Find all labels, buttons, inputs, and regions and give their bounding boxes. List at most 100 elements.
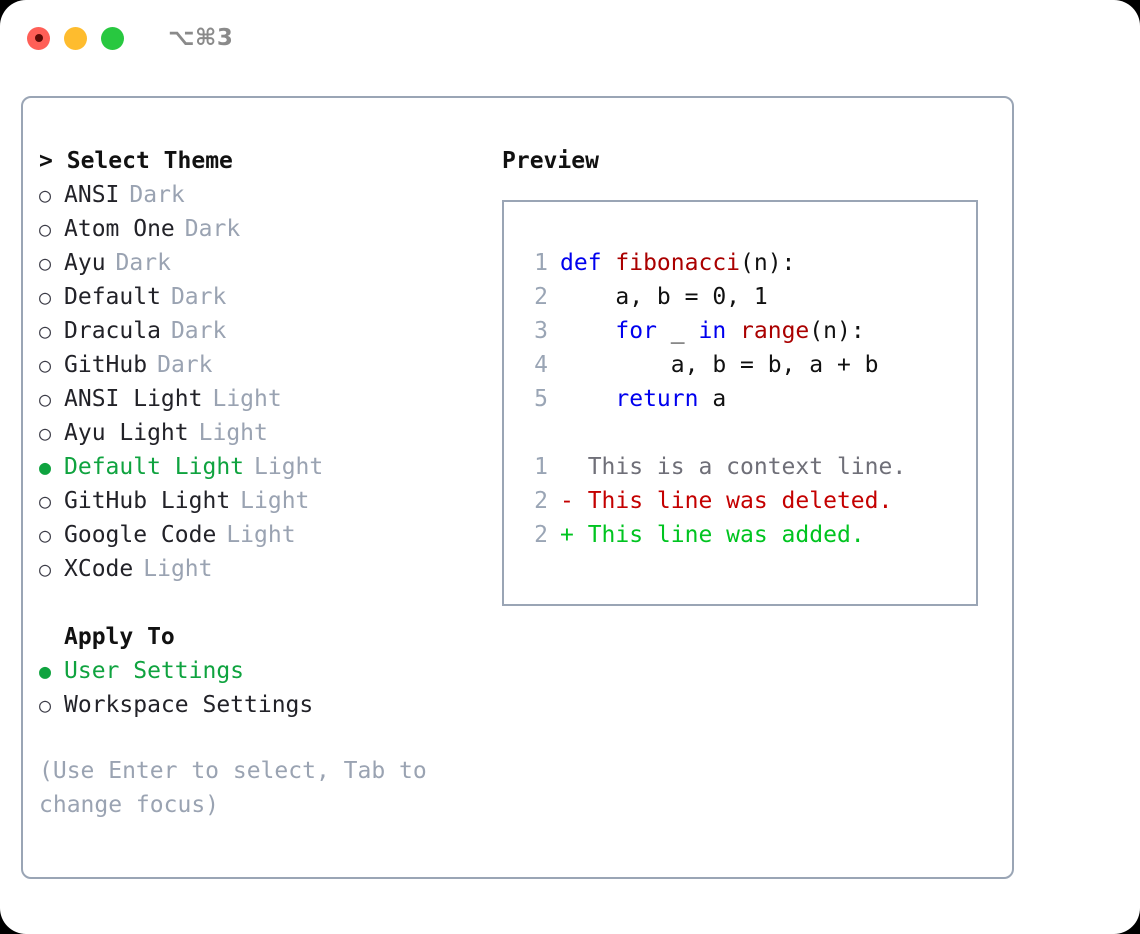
code-token-plain [726, 318, 740, 344]
radio-unselected-icon: ○ [39, 489, 52, 513]
radio-unselected-icon: ○ [39, 387, 52, 411]
theme-option-label: XCode [64, 556, 134, 582]
radio-unselected-icon: ○ [39, 557, 52, 581]
theme-option-tag: Light [198, 420, 268, 446]
theme-option-tag: Light [212, 386, 282, 412]
traffic-lights [27, 26, 124, 50]
diff-line-context: 1 This is a context line. [522, 450, 976, 484]
radio-unselected-icon: ○ [39, 523, 52, 547]
line-number: 2 [534, 284, 548, 310]
line-number: 2 [534, 522, 548, 548]
zoom-button[interactable] [101, 26, 124, 50]
caret-icon: > [39, 148, 53, 174]
code-line-text: def fibonacci(n): [560, 250, 795, 276]
line-number: 5 [534, 386, 548, 412]
keyboard-hint: (Use Enter to select, Tab to change focu… [39, 758, 441, 818]
radio-unselected-icon: ○ [39, 319, 52, 343]
close-button[interactable] [27, 26, 50, 50]
theme-option-label: Ayu [64, 250, 106, 276]
line-number: 1 [534, 250, 548, 276]
line-number: 2 [534, 488, 548, 514]
code-token-plain: (n): [809, 318, 865, 344]
code-token-plain: a, b = 0, 1 [560, 284, 768, 310]
theme-option-label: ANSI [64, 182, 120, 208]
select-theme-title: Select Theme [66, 148, 233, 174]
theme-option-tag: Dark [170, 284, 227, 310]
theme-option-ansi-light[interactable]: ○ ANSI Light Light [39, 382, 489, 416]
code-token-plain: a [698, 386, 727, 412]
theme-option-tag: Dark [170, 318, 227, 344]
code-line: 2 a, b = 0, 1 [522, 280, 976, 314]
code-line-text: a, b = b, a + b [560, 352, 879, 378]
theme-option-default-light[interactable]: ● Default Light Light [39, 450, 489, 484]
code-line: 5 return a [522, 382, 976, 416]
theme-option-github[interactable]: ○ GitHub Dark [39, 348, 489, 382]
line-number: 4 [534, 352, 548, 378]
code-line-text: a, b = 0, 1 [560, 284, 768, 310]
theme-option-ansi[interactable]: ○ ANSI Dark [39, 178, 489, 212]
diff-line-text: - This line was deleted. [560, 488, 893, 514]
code-token-function: fibonacci [615, 250, 741, 276]
diff-sample: 1 This is a context line. 2 - This line wa… [522, 450, 976, 552]
line-number: 1 [534, 454, 548, 480]
apply-option-label: User Settings [64, 658, 245, 684]
code-line: 4 a, b = b, a + b [522, 348, 976, 382]
radio-unselected-icon: ○ [39, 285, 52, 309]
radio-unselected-icon: ○ [39, 353, 52, 377]
theme-option-label: Default [64, 284, 161, 310]
apply-option-workspace-settings[interactable]: ○ Workspace Settings [39, 688, 489, 722]
theme-option-tag: Light [254, 454, 324, 480]
theme-option-tag: Dark [184, 216, 241, 242]
theme-option-tag: Light [240, 488, 310, 514]
diff-line-text: This is a context line. [560, 454, 907, 480]
code-token-plain [560, 318, 615, 344]
radio-selected-icon: ● [39, 455, 52, 479]
theme-option-tag: Dark [115, 250, 171, 276]
theme-option-label: Default Light [64, 454, 245, 480]
select-theme-heading: > Select Theme [39, 144, 489, 178]
code-token-keyword: return [615, 386, 699, 412]
theme-option-ayu[interactable]: ○ Ayu Dark [39, 246, 489, 280]
theme-option-dracula[interactable]: ○ Dracula Dark [39, 314, 489, 348]
diff-line-deleted: 2 - This line was deleted. [522, 484, 976, 518]
apply-option-label: Workspace Settings [64, 692, 314, 718]
theme-option-tag: Dark [157, 352, 213, 378]
radio-unselected-icon: ○ [39, 693, 52, 717]
theme-option-default[interactable]: ○ Default Dark [39, 280, 489, 314]
apply-option-user-settings[interactable]: ● User Settings [39, 654, 489, 688]
diff-line-added: 2 + This line was added. [522, 518, 976, 552]
theme-option-github-light[interactable]: ○ GitHub Light Light [39, 484, 489, 518]
code-token-keyword: def [560, 250, 616, 276]
theme-option-label: GitHub [64, 352, 148, 378]
apply-to-heading: Apply To [64, 624, 175, 650]
code-token-keyword: in [698, 318, 727, 344]
list-spacer [39, 586, 489, 620]
radio-selected-icon: ● [39, 659, 52, 683]
preview-heading: Preview [502, 148, 599, 174]
radio-unselected-icon: ○ [39, 183, 52, 207]
minimize-button[interactable] [64, 26, 87, 50]
keyboard-shortcut-label: ⌥⌘3 [168, 25, 234, 51]
radio-unselected-icon: ○ [39, 217, 52, 241]
close-icon [34, 34, 43, 42]
theme-option-label: ANSI Light [64, 386, 203, 412]
line-number: 3 [534, 318, 548, 344]
code-token-plain: (n): [740, 250, 796, 276]
code-token-plain: a, b = b, a + b [560, 352, 879, 378]
theme-option-label: Dracula [64, 318, 161, 344]
radio-unselected-icon: ○ [39, 251, 52, 275]
theme-option-tag: Dark [129, 182, 185, 208]
theme-option-label: GitHub Light [64, 488, 231, 514]
diff-line-text: + This line was added. [560, 522, 865, 548]
